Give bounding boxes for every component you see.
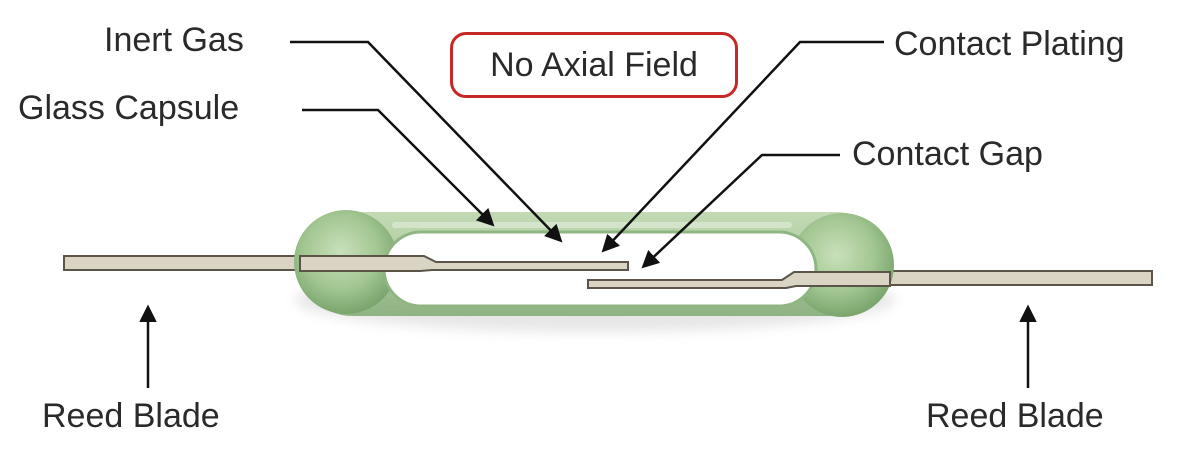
contact-gap-leader [641, 153, 840, 269]
label-inert-gas: Inert Gas [104, 21, 244, 59]
label-reed-blade-right: Reed Blade [926, 397, 1104, 435]
label-no-axial-field: No Axial Field [490, 45, 698, 84]
right-reed-blade-inner [587, 271, 891, 289]
left-reed-blade-inner [299, 255, 629, 272]
label-glass-capsule: Glass Capsule [18, 89, 240, 127]
no-axial-field-badge: No Axial Field [450, 32, 738, 98]
label-contact-plating: Contact Plating [894, 25, 1125, 63]
glass-capsule-leader [302, 108, 495, 227]
glass-highlight [392, 222, 792, 228]
label-reed-blade-left: Reed Blade [42, 397, 220, 435]
contact-plating-leader [601, 40, 884, 253]
inert-gas-leader [290, 40, 563, 243]
label-contact-gap: Contact Gap [852, 135, 1043, 173]
